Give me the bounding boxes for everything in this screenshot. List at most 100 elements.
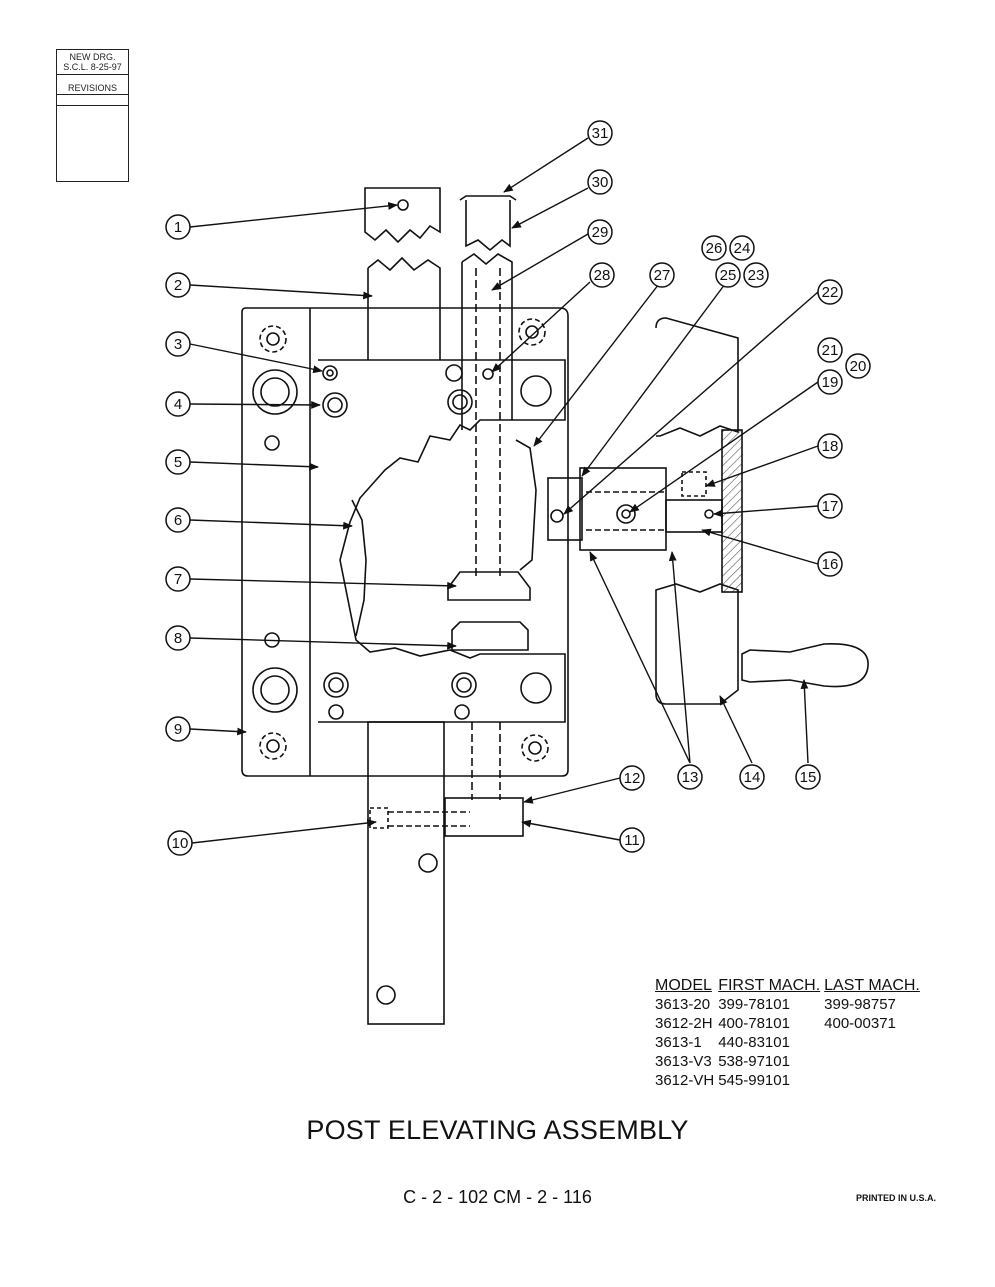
- plate-screw-top-right: [518, 318, 546, 346]
- callout-balloon-11: [619, 827, 645, 853]
- callout-number-26: 26: [706, 240, 723, 257]
- last-mach-cell: 399-98757: [824, 996, 896, 1013]
- gear-8: [451, 621, 529, 651]
- first-mach-cell: 400-78101: [718, 1015, 790, 1032]
- callout-number-9: 9: [174, 721, 182, 738]
- revision-divider: [57, 74, 128, 75]
- table-row: 3612-VH 545-99101: [655, 1071, 924, 1090]
- cap-30: [465, 200, 511, 252]
- pin-17: [704, 509, 714, 519]
- callout-number-4: 4: [174, 396, 182, 413]
- lower-post-hole-upper: [418, 853, 438, 873]
- callout-balloon-29: [587, 219, 613, 245]
- leader-5: [189, 461, 319, 471]
- model-table-header-row: MODEL FIRST MACH. LAST MACH.: [655, 976, 924, 995]
- callout-balloon-31: [587, 120, 613, 146]
- upper-bracket: [318, 359, 566, 723]
- callout-number-30: 30: [592, 174, 609, 191]
- model-cell: 3613-20: [655, 996, 711, 1013]
- callout-number-21: 21: [822, 342, 839, 359]
- model-cell: 3612-VH: [655, 1072, 715, 1089]
- callout-balloon-25: [715, 262, 741, 288]
- table-row: 3612-2H 400-78101 400-00371: [655, 1014, 924, 1033]
- bracket-bore-lower: [520, 672, 552, 704]
- leader-23-26: [581, 279, 729, 477]
- leader-1: [189, 202, 398, 228]
- leader-2: [189, 284, 373, 300]
- header-last-mach: LAST MACH.: [824, 977, 920, 994]
- leader-29: [491, 233, 589, 291]
- callout-number-15: 15: [800, 769, 817, 786]
- set-screw-19: [616, 504, 636, 524]
- screw-4: [322, 392, 348, 418]
- callout-number-6: 6: [174, 512, 182, 529]
- callout-number-8: 8: [174, 630, 182, 647]
- leader-17: [713, 505, 819, 518]
- callout-balloon-30: [587, 169, 613, 195]
- callout-balloon-12: [619, 765, 645, 791]
- callout-number-13: 13: [682, 769, 699, 786]
- callout-number-1: 1: [174, 219, 182, 236]
- post-top-hole: [397, 199, 409, 211]
- shaft-bushing: [547, 477, 583, 541]
- plate-screw-bottom-left: [259, 732, 287, 760]
- callout-balloon-26: [701, 235, 727, 261]
- callout-balloon-28: [589, 262, 615, 288]
- leader-3: [189, 343, 323, 374]
- plate-screw-bottom-right-inner: [528, 741, 542, 755]
- callout-number-31: 31: [592, 125, 609, 142]
- lower-post-hole-lower: [376, 985, 396, 1005]
- callout-balloon-1: [165, 214, 191, 240]
- callout-number-18: 18: [822, 438, 839, 455]
- revision-divider: [57, 105, 128, 106]
- callout-number-10: 10: [172, 835, 189, 852]
- callout-number-28: 28: [594, 267, 611, 284]
- leader-6: [189, 519, 353, 530]
- callout-balloon-20: [845, 353, 871, 379]
- set-screw-22: [550, 509, 564, 523]
- leader-15: [800, 679, 809, 764]
- bracket-screw-lower-c-inner: [456, 677, 472, 693]
- first-mach-cell: 545-99101: [718, 1072, 790, 1089]
- leader-16: [701, 528, 819, 565]
- revision-line-2: S.C.L. 8-25-97: [63, 62, 122, 72]
- bracket-screw-lower-b: [328, 704, 344, 720]
- plate-screw-bottom-left-inner: [266, 739, 280, 753]
- leader-28: [491, 281, 591, 373]
- first-mach-cell: 440-83101: [718, 1034, 790, 1051]
- leader-13a: [589, 551, 691, 764]
- pin-10: [369, 807, 389, 829]
- bracket-screw-upper-a: [445, 364, 463, 382]
- set-screw-18: [681, 471, 707, 497]
- bracket-screw-lower-a-inner: [328, 677, 344, 693]
- revision-line-1: NEW DRG.: [69, 52, 116, 62]
- bevel-gear-27: [515, 439, 537, 571]
- callout-number-29: 29: [592, 224, 609, 241]
- last-mach-cell: 400-00371: [824, 1015, 896, 1032]
- handwheel-hub-section: [721, 429, 743, 593]
- model-table-grid: MODEL FIRST MACH. LAST MACH. 3613-20 399…: [655, 976, 924, 1090]
- callout-balloon-4: [165, 391, 191, 417]
- leader-14: [719, 695, 753, 764]
- gear-7: [447, 571, 531, 601]
- bevel-gear-6: [351, 499, 367, 637]
- callout-balloon-10: [167, 830, 193, 856]
- back-plate: [241, 307, 569, 777]
- callout-balloon-27: [649, 262, 675, 288]
- screw-4-inner: [327, 397, 343, 413]
- drawing-numbers: C - 2 - 102 CM - 2 - 116: [403, 1187, 592, 1207]
- callout-balloon-24: [729, 235, 755, 261]
- revision-divider: [57, 94, 128, 95]
- set-screw-28: [482, 368, 494, 380]
- callout-number-25: 25: [720, 267, 737, 284]
- bracket-screw-upper-b-inner: [452, 394, 468, 410]
- callout-balloon-15: [795, 764, 821, 790]
- screw-3: [322, 365, 338, 381]
- screw-3-inner: [326, 369, 334, 377]
- callout-balloon-7: [165, 566, 191, 592]
- callout-number-20: 20: [850, 358, 867, 375]
- table-row: 3613-20 399-78101 399-98757: [655, 995, 924, 1014]
- first-mach-cell: 399-78101: [718, 996, 790, 1013]
- callout-balloon-5: [165, 449, 191, 475]
